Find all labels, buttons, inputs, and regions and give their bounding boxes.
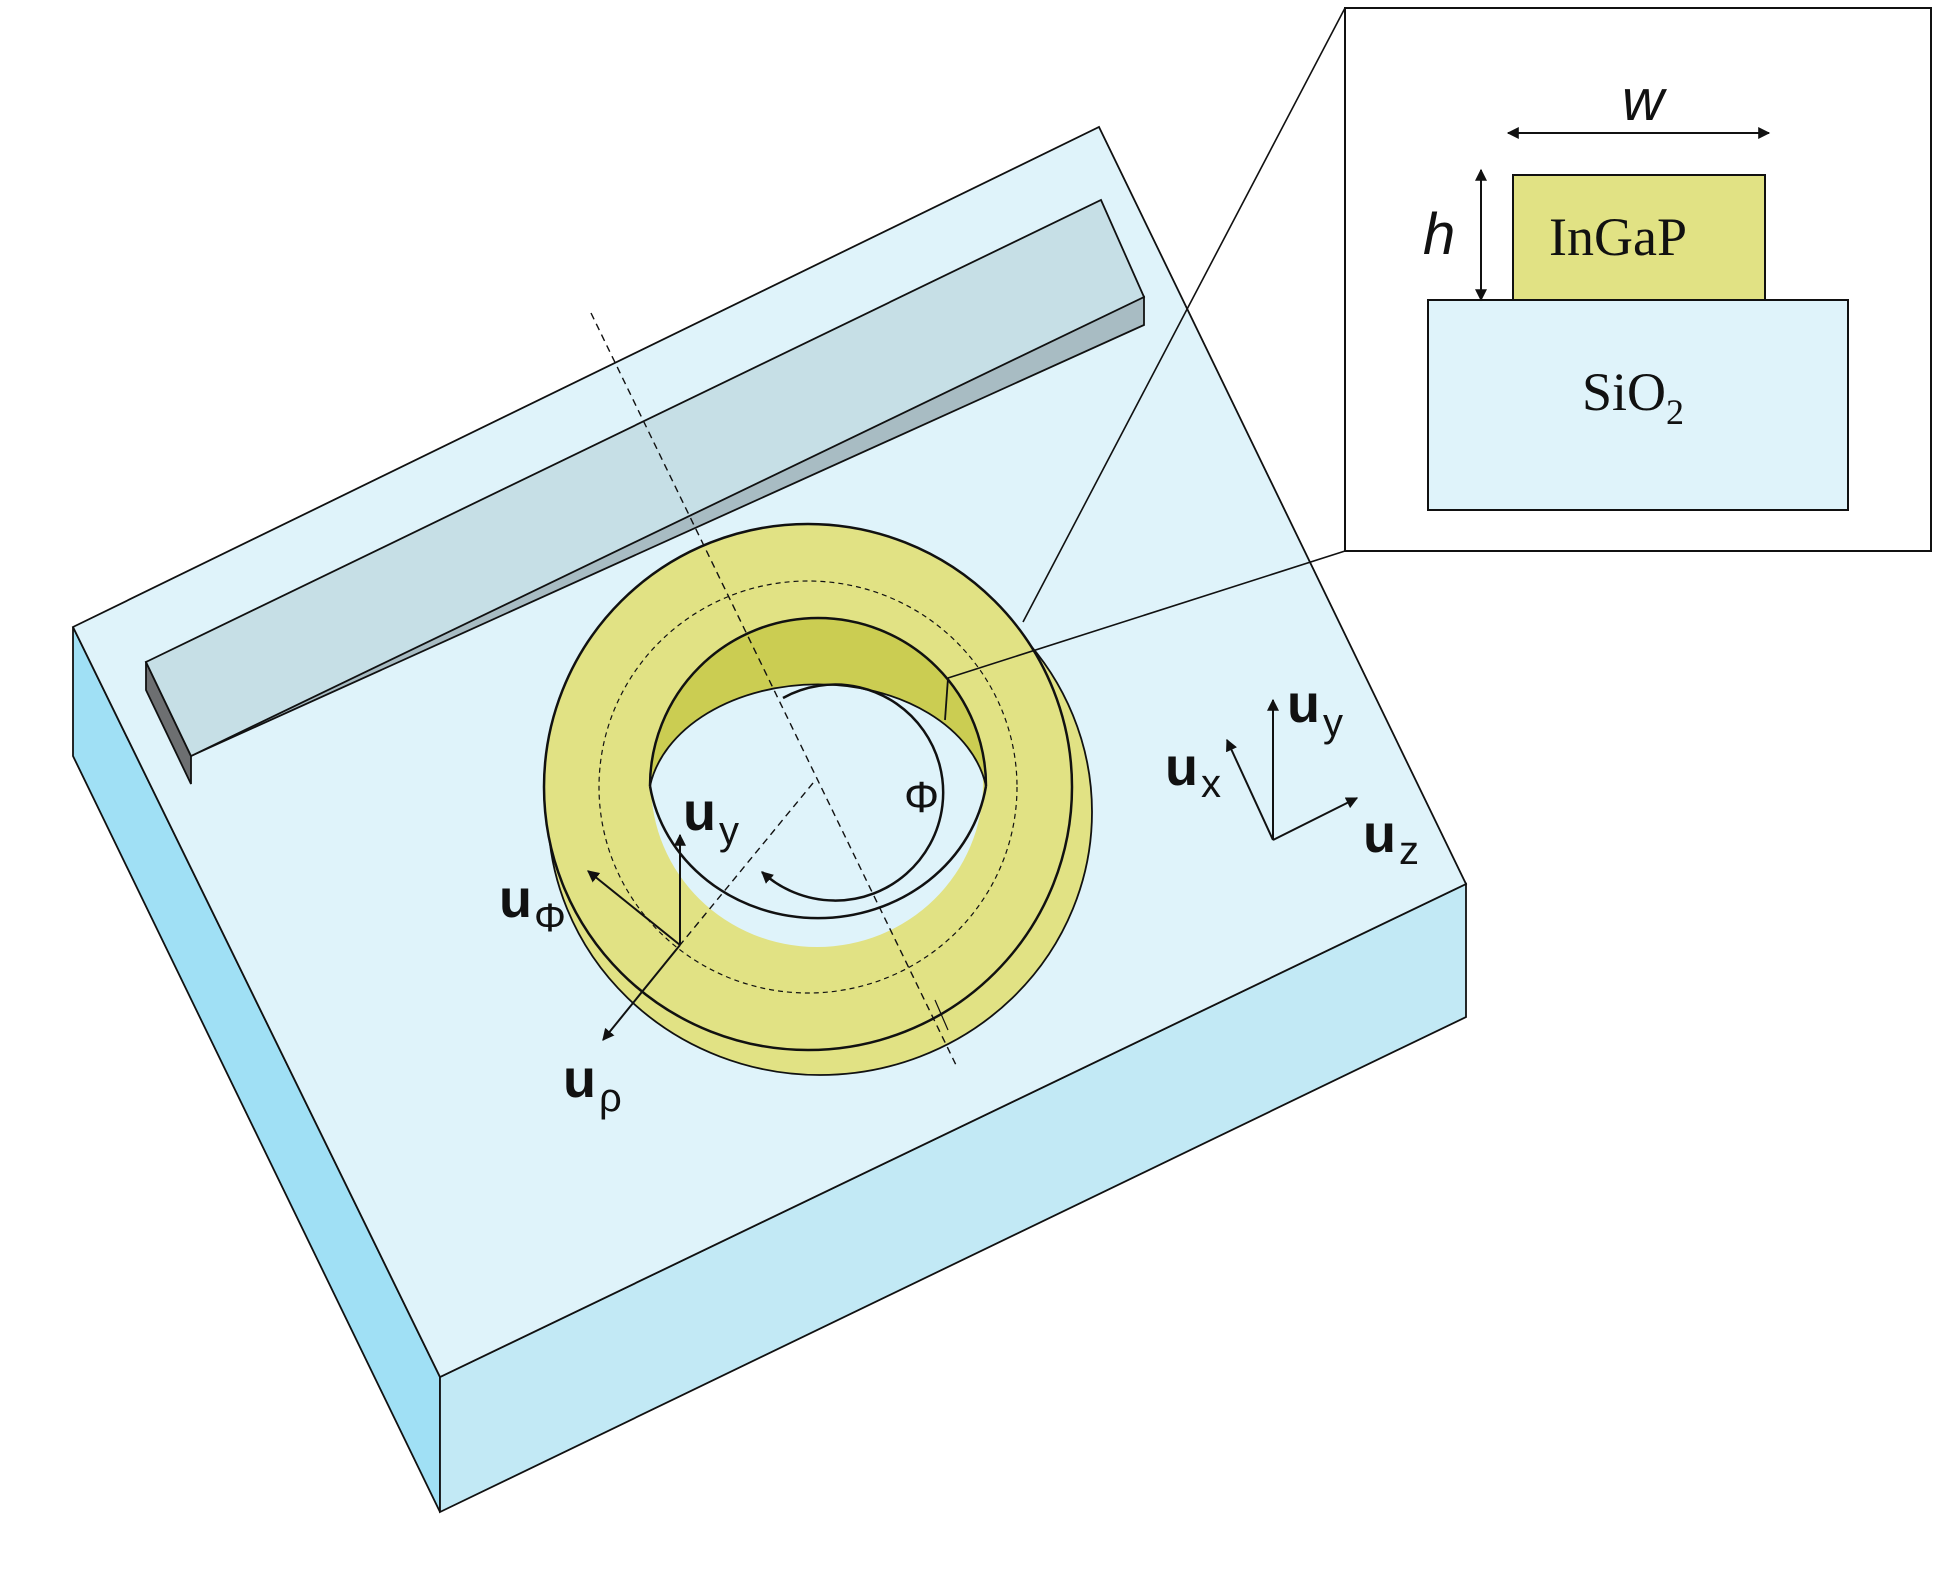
sio2-layer: [1427, 299, 1849, 511]
w-label: w: [1622, 68, 1667, 133]
ring-local-vectors: [587, 833, 686, 1041]
ingap-label: InGaP: [1549, 207, 1687, 267]
ux-axis-arrow: [1226, 738, 1274, 841]
uz-axis-label: uz: [1363, 804, 1419, 873]
waveguide-top-face: [144, 198, 1146, 758]
sio2-label: SiO2: [1582, 362, 1684, 432]
bus-waveguide: [144, 198, 1146, 785]
uz-axis-arrow: [1272, 797, 1359, 841]
cross-section-inset: w h InGaP SiO2: [1344, 7, 1932, 552]
uphi-vector-arrow: [587, 870, 681, 946]
uphi-label: uΦ: [499, 869, 566, 940]
ring-wall-edge: [944, 677, 949, 721]
ring-mid-circle: [598, 580, 1018, 994]
ux-axis-label: ux: [1165, 737, 1221, 806]
uy-ring-label: uy: [683, 782, 739, 853]
ring-hole: [651, 621, 983, 947]
callout-line-top: [1022, 7, 1346, 623]
dashed-axis-long: [590, 312, 957, 1066]
ingap-layer: [1512, 174, 1766, 301]
ring-side-edge-right: [934, 999, 949, 1031]
ring-hole-outline: [648, 616, 988, 787]
uy-axis-label: uy: [1287, 674, 1343, 745]
phi-label: Φ: [904, 773, 939, 822]
callout-line-bottom: [947, 550, 1346, 679]
urho-vector-arrow: [602, 944, 681, 1041]
urho-label: uρ: [563, 1049, 622, 1120]
ring-resonator: [542, 522, 1093, 1076]
h-label: h: [1423, 202, 1455, 267]
global-axes: [1226, 698, 1359, 841]
ring-hole-lower-outline: [648, 785, 988, 920]
dashed-radius: [679, 782, 814, 946]
phi-arc-arrow: [761, 683, 945, 902]
